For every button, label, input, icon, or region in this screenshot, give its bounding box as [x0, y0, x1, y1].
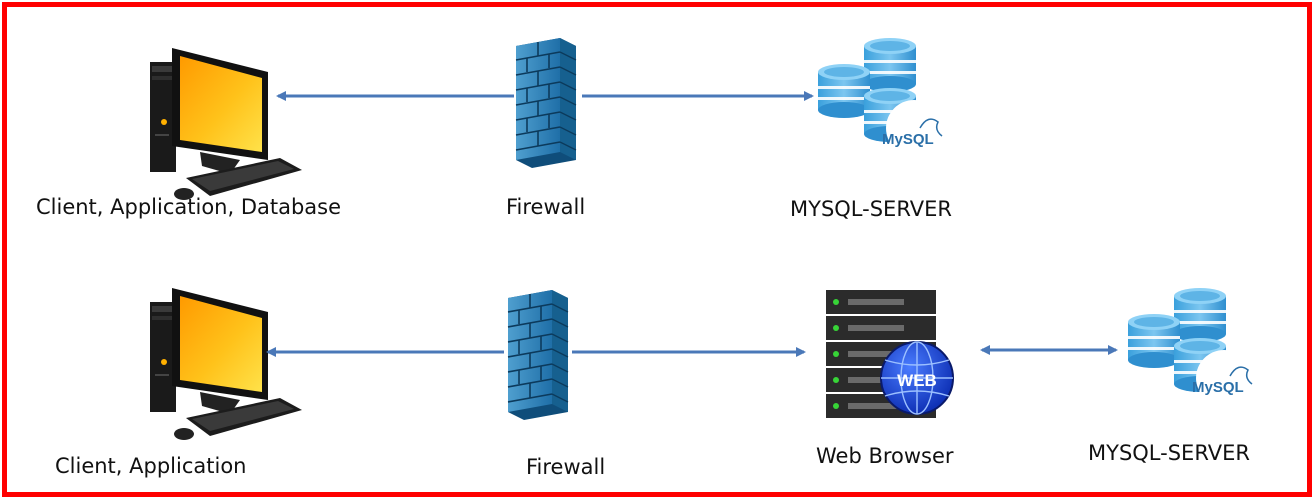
- mysql-server-label: MYSQL-SERVER: [790, 197, 952, 221]
- firewall-label: Firewall: [506, 195, 586, 219]
- web-browser-label: Web Browser: [816, 444, 954, 468]
- client-application-label: Client, Application: [55, 454, 247, 478]
- web-badge-text: WEB: [897, 371, 937, 390]
- desktop-computer-icon: [150, 288, 302, 440]
- firewall-icon: [507, 289, 569, 421]
- desktop-computer-icon: [150, 48, 302, 200]
- web-server-icon: WEB: [826, 290, 954, 418]
- mysql-database-icon: MySQL: [818, 38, 943, 156]
- firewall-label: Firewall: [526, 455, 606, 479]
- mysql-logo-text: MySQL: [1192, 379, 1244, 396]
- client-application-database-label: Client, Application, Database: [36, 195, 342, 219]
- mysql-database-icon: MySQL: [1128, 288, 1253, 406]
- row-1: MySQL: [150, 37, 943, 200]
- firewall-icon: [515, 37, 577, 169]
- row-2: WEB MySQL: [150, 288, 1253, 440]
- mysql-server-label: MYSQL-SERVER: [1088, 441, 1250, 465]
- mysql-logo-text: MySQL: [882, 131, 934, 148]
